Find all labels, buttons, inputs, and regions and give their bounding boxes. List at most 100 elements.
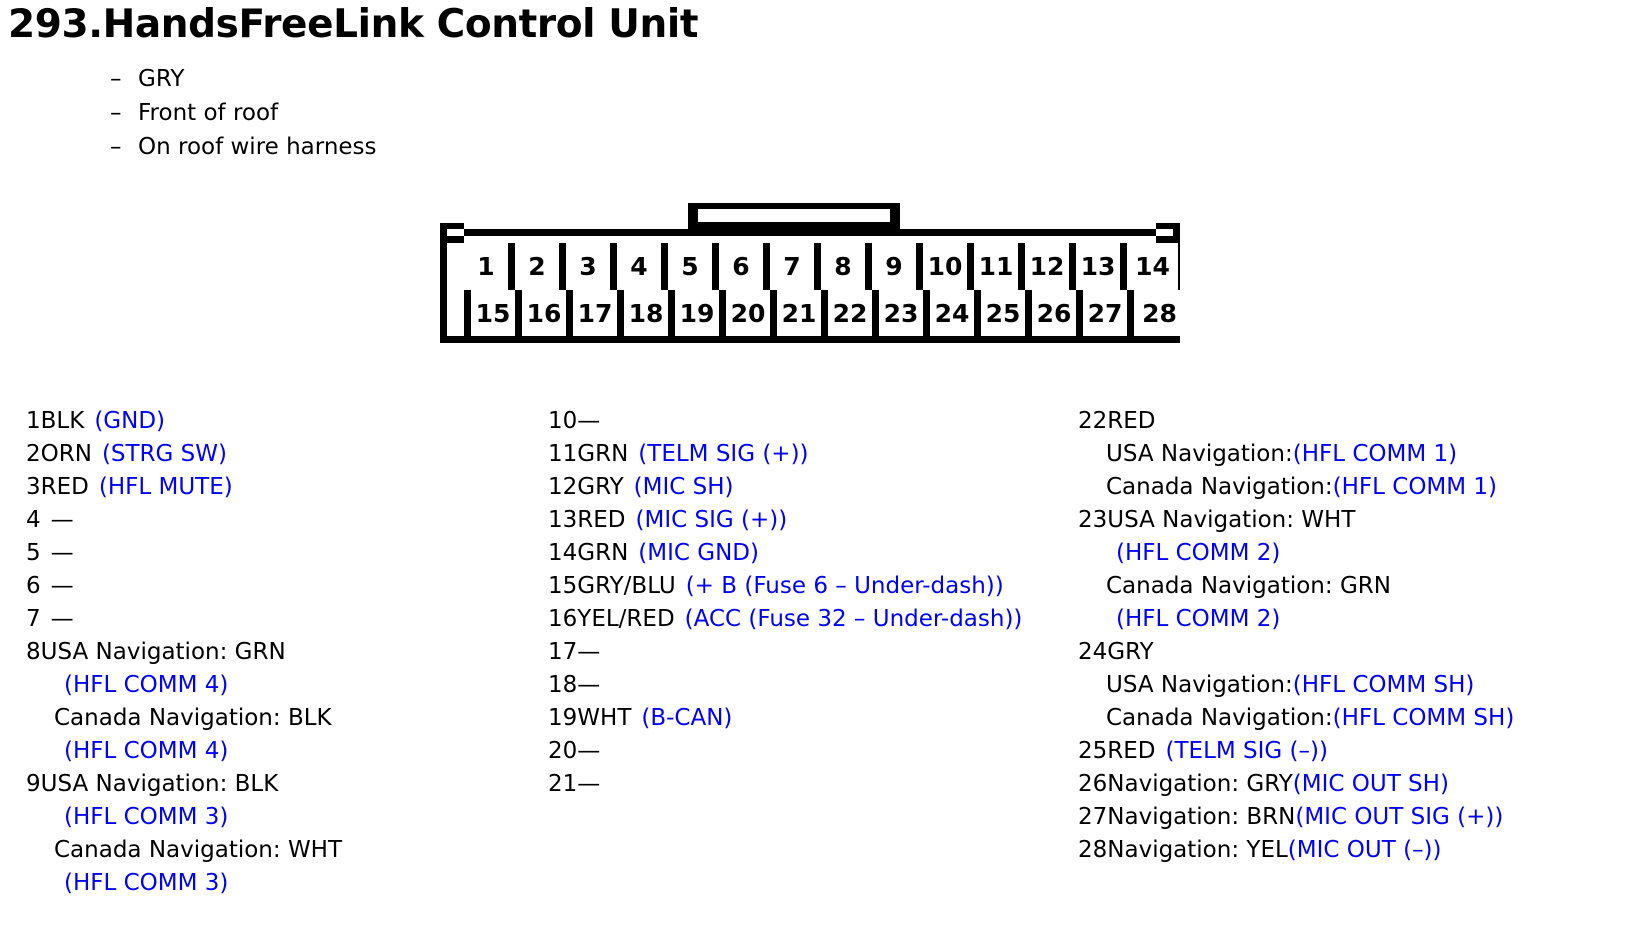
pin-signal-label: (MIC OUT SH) (1292, 771, 1449, 797)
pin-line: (HFL COMM 3) (26, 867, 526, 900)
pin-number: 7 (26, 606, 41, 632)
pin-line: Canada Navigation: BLK (26, 702, 526, 735)
pin-signal-label: (HFL COMM 3) (64, 870, 229, 896)
connector-pin-26: 26 (1032, 290, 1083, 336)
pin-signal-label: (MIC GND) (638, 540, 759, 566)
connector-notch-cap-right (1156, 223, 1180, 230)
pin-number: 5 (26, 540, 41, 566)
pin-entry: 18— (548, 669, 1088, 702)
connector-pin-2: 2 (515, 243, 566, 290)
pin-wire-color: Canada Navigation: (1106, 474, 1333, 500)
pin-signal-label: (HFL COMM 3) (64, 804, 229, 830)
pin-wire-color: WHT (577, 705, 632, 731)
pin-empty-dash: — (50, 606, 74, 632)
pin-wire-color: GRY (1107, 639, 1154, 665)
pin-entry: 4— (26, 504, 526, 537)
pin-number: 15 (548, 573, 578, 599)
pin-number: 13 (548, 507, 578, 533)
pin-number: 22 (1078, 408, 1108, 434)
pin-wire-color: GRY (577, 474, 624, 500)
pin-number: 28 (1078, 837, 1108, 863)
pin-signal-label: (HFL COMM 2) (1116, 606, 1281, 632)
pin-wire-color: RED (40, 474, 89, 500)
pin-entry: 20— (548, 735, 1088, 768)
connector-pin-27: 27 (1083, 290, 1134, 336)
pin-number: 14 (548, 540, 578, 566)
pin-number: 21 (548, 771, 578, 797)
pin-entry: 6— (26, 570, 526, 603)
pin-signal-label: (B-CAN) (641, 705, 733, 731)
connector-pin-3: 3 (566, 243, 617, 290)
pin-empty-dash: — (50, 573, 74, 599)
pin-empty-dash: — (50, 507, 74, 533)
pin-wire-color: USA Navigation: (1106, 672, 1293, 698)
pin-wire-color: BLK (40, 408, 85, 434)
pin-empty-dash: — (577, 771, 601, 797)
pin-line: 17— (548, 636, 1088, 669)
pin-entry: 17— (548, 636, 1088, 669)
pin-wire-color: USA Navigation: BLK (40, 771, 279, 797)
pin-wire-color: RED (577, 507, 626, 533)
pin-wire-color: USA Navigation: (1106, 441, 1293, 467)
pin-wire-color: USA Navigation: GRN (40, 639, 286, 665)
pin-number: 17 (548, 639, 578, 665)
connector-pin-6: 6 (719, 243, 770, 290)
pin-entry: 7— (26, 603, 526, 636)
pin-wire-color: ORN (40, 441, 92, 467)
pin-wire-color: GRY/BLU (577, 573, 676, 599)
note-label: Front of roof (138, 100, 279, 126)
pin-line: 20— (548, 735, 1088, 768)
pin-number: 11 (548, 441, 578, 467)
connector-pin-5: 5 (668, 243, 719, 290)
connector-pin-19: 19 (675, 290, 726, 336)
pin-wire-color: Canada Navigation: (1106, 705, 1333, 731)
connector-pin-13: 13 (1076, 243, 1127, 290)
pin-number: 9 (26, 771, 41, 797)
pin-signal-label: (TELM SIG (+)) (638, 441, 809, 467)
pin-signal-label: (HFL MUTE) (98, 474, 233, 500)
connector-latch-bracket (688, 203, 900, 229)
pin-line: Canada Navigation: GRN (1078, 570, 1638, 603)
pin-line: USA Navigation:(HFL COMM 1) (1078, 438, 1638, 471)
connector-pin-7: 7 (770, 243, 821, 290)
pin-number: 16 (548, 606, 578, 632)
pin-signal-label: (+ B (Fuse 6 – Under-dash)) (685, 573, 1004, 599)
pin-empty-dash: — (577, 738, 601, 764)
connector-pin-12: 12 (1025, 243, 1076, 290)
pin-number: 26 (1078, 771, 1108, 797)
pin-number: 27 (1078, 804, 1108, 830)
pin-signal-label: (HFL COMM 2) (1116, 540, 1281, 566)
pin-signal-label: (HFL COMM 4) (64, 672, 229, 698)
pin-signal-label: (MIC SH) (633, 474, 734, 500)
pin-signal-label: (HFL COMM SH) (1292, 672, 1475, 698)
pin-empty-dash: — (577, 408, 601, 434)
pin-wire-color: RED (1107, 738, 1156, 764)
pin-wire-color: GRN (577, 441, 629, 467)
pin-line: (HFL COMM 2) (1078, 603, 1638, 636)
pin-number: 8 (26, 639, 41, 665)
